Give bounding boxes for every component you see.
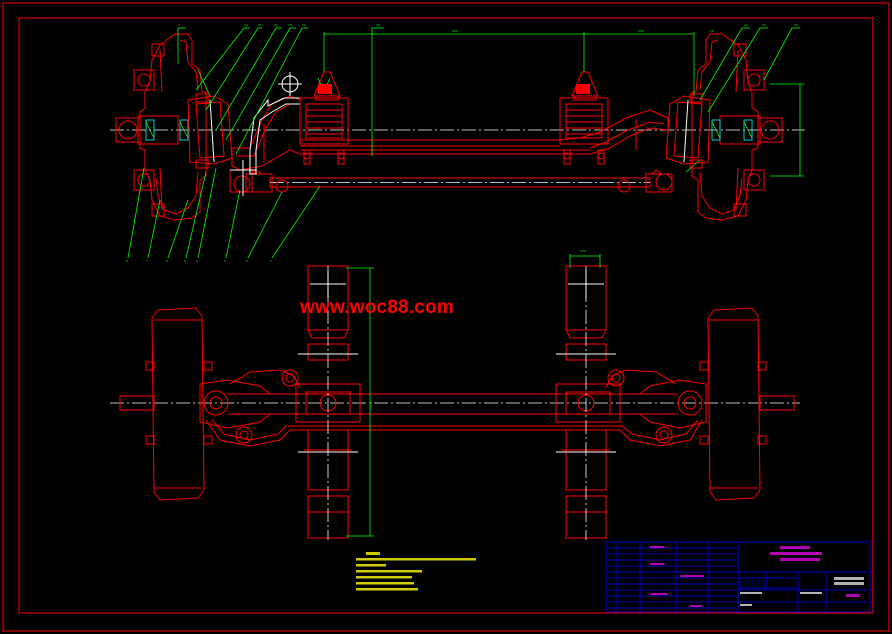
right-leaf-spring-seat [559,71,609,165]
top-view-dimensions [346,254,601,537]
front-view-leaders [127,27,804,259]
svg-text:18: 18 [710,29,714,33]
axle-beam-plan [199,369,707,447]
top-view-dim-labels: 1420 120 [369,249,586,410]
left-tie-rod-end [235,426,253,444]
front-view-callouts: 4 19 21 22 23 24 15 800 550 18 12 13 15 … [126,23,798,263]
svg-text:2: 2 [246,259,248,263]
left-wheel-hub [115,33,233,221]
svg-text:13: 13 [762,23,766,27]
svg-text:19: 19 [244,23,248,27]
svg-text:4: 4 [196,259,198,263]
svg-text:24: 24 [302,23,306,27]
top-view: 1420 120 [110,249,800,540]
right-tie-rod-end [655,426,673,444]
left-tyre [145,307,213,501]
svg-text:15: 15 [376,23,380,27]
svg-text:21: 21 [258,23,262,27]
technical-notes [356,552,476,591]
svg-text:23: 23 [288,23,292,27]
left-steering-joint [281,369,299,387]
right-kingpin [677,390,703,416]
left-kingpin [203,390,229,416]
right-tyre [699,307,767,501]
svg-text:1: 1 [270,259,272,263]
svg-text:8: 8 [126,259,128,263]
front-view: 4 19 21 22 23 24 15 800 550 18 12 13 15 … [110,23,805,263]
svg-text:7: 7 [146,259,148,263]
right-stub-axle [759,395,795,411]
right-wheel-hub [665,33,783,221]
svg-text:6: 6 [166,259,168,263]
left-stub-axle [119,395,155,411]
svg-text:800: 800 [452,29,458,33]
svg-text:3: 3 [224,259,226,263]
right-leaf-spring-plan [555,265,621,540]
left-leaf-spring-plan [295,265,361,540]
steering-arm [249,97,301,175]
inner-border [18,17,874,614]
title-block [605,541,871,613]
svg-text:120: 120 [580,249,586,253]
left-leaf-spring-seat [299,71,349,165]
svg-text:22: 22 [274,23,278,27]
svg-text:15: 15 [794,23,798,27]
tie-rod [229,169,673,193]
watermark-text: www.woc88.com [300,297,454,318]
svg-text:1420: 1420 [369,402,373,410]
svg-text:12: 12 [744,23,748,27]
svg-text:4: 4 [178,23,180,27]
right-steering-joint [607,369,625,387]
svg-text:550: 550 [638,29,644,33]
svg-text:5: 5 [184,259,186,263]
